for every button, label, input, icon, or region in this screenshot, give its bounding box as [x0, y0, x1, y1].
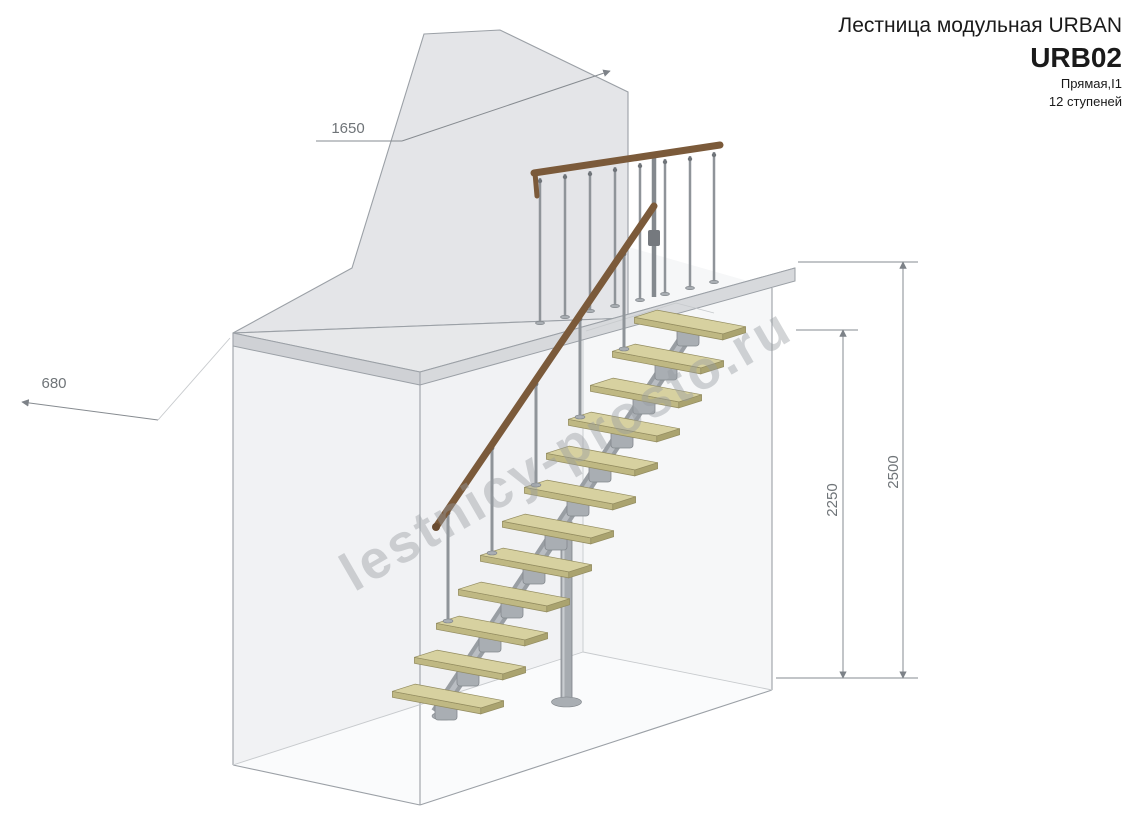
dim-1650-leader — [401, 69, 611, 142]
landing-balusters — [538, 152, 716, 323]
stair-balusters — [446, 249, 626, 620]
stair-type-label: Прямая,I1 — [1060, 76, 1122, 92]
dim-2250-label: 2250 — [824, 483, 841, 516]
steps-count-label: 12 ступеней — [1048, 93, 1122, 109]
dim-680-extension — [157, 337, 231, 421]
mezzanine-slab — [232, 267, 796, 386]
column-base-flange — [551, 696, 582, 708]
dim-680-label: 680 — [41, 375, 66, 392]
dimension-1650: 1650 — [316, 69, 611, 142]
dimension-2500: 2500 — [776, 261, 918, 679]
landing-handrail — [530, 141, 724, 177]
staircase — [391, 202, 746, 721]
room-bottom-right-edge — [419, 689, 773, 806]
title-block: Лестница модульная URBAN URB02 Прямая,I1… — [838, 12, 1122, 110]
dimension-2250: 2250 — [796, 329, 858, 679]
stairwell-opening-edge-2 — [675, 302, 715, 314]
floor-back-right-edge — [582, 651, 773, 691]
stairwell-opening-edge — [585, 302, 677, 332]
room-floor — [233, 652, 772, 805]
support-column — [551, 521, 582, 708]
dim-680-line — [21, 399, 159, 421]
handrail-end-knob — [432, 523, 440, 531]
baluster-flanges — [535, 152, 719, 325]
rail-bracket — [648, 230, 660, 246]
landing-railing — [530, 141, 724, 325]
stair-handrail — [432, 202, 658, 531]
gable-wall — [232, 29, 629, 334]
model-code: URB02 — [1030, 42, 1122, 74]
dim-1650-label: 1650 — [331, 120, 364, 137]
dimension-680: 680 — [21, 337, 231, 421]
handrail-end-drop — [532, 170, 540, 199]
dim-2500-label: 2500 — [885, 455, 902, 488]
slab-left-face — [232, 332, 421, 386]
product-line-title: Лестница модульная URBAN — [838, 14, 1122, 37]
room-bottom-left-edge — [232, 764, 421, 806]
